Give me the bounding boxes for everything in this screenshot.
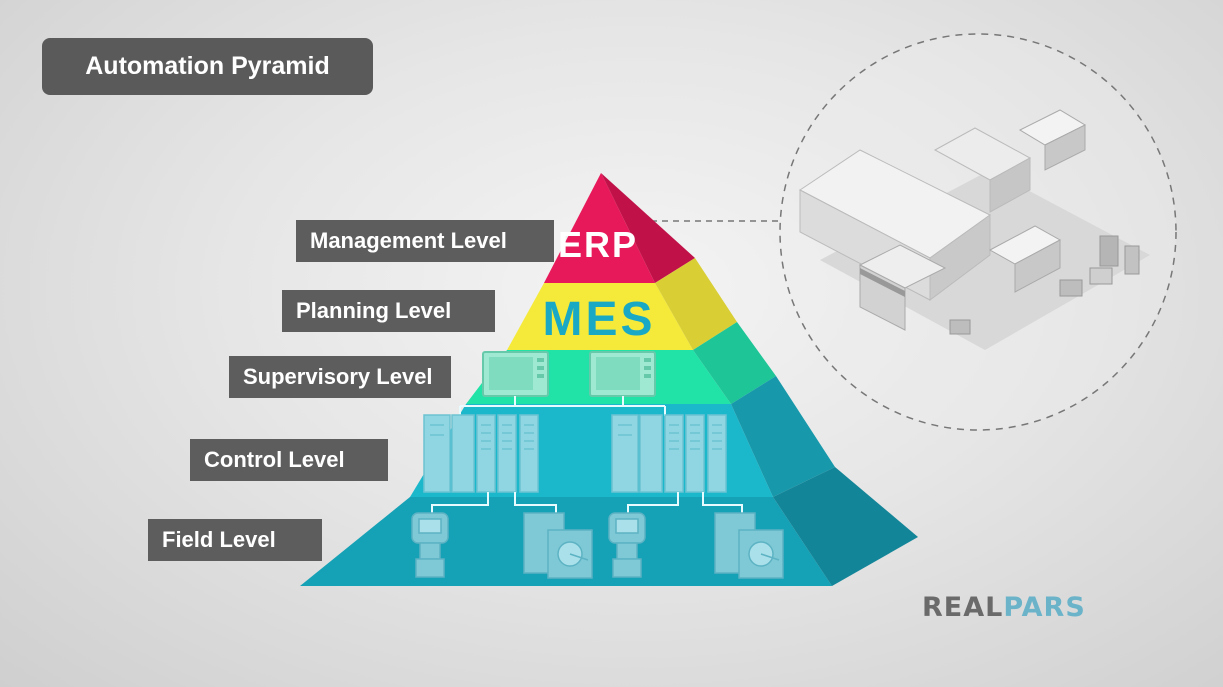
supervisory-level-label: Supervisory Level <box>229 356 451 398</box>
brand-part-2: PARS <box>1003 592 1086 623</box>
field-level-label: Field Level <box>148 519 322 561</box>
transmitter-icon <box>608 512 646 578</box>
hmi-panel-icon <box>482 351 549 397</box>
brand-logo: REALPARS <box>922 592 1086 623</box>
plc-rack-icon <box>611 414 727 493</box>
transmitter-icon <box>411 512 449 578</box>
servo-motor-icon <box>714 512 784 579</box>
mes-label: MES <box>542 293 655 346</box>
diagram-title: Automation Pyramid <box>42 38 373 95</box>
erp-band <box>544 173 655 283</box>
factory-illustration <box>799 109 1150 350</box>
plc-rack-icon <box>423 414 539 493</box>
brand-part-1: REAL <box>922 592 1004 623</box>
mes-band <box>507 283 693 350</box>
management-level-label: Management Level <box>296 220 554 262</box>
planning-level-label: Planning Level <box>282 290 495 332</box>
field-wiring <box>431 492 743 513</box>
control-level-label: Control Level <box>190 439 388 481</box>
servo-motor-icon <box>523 512 593 579</box>
pyramid-side <box>601 173 918 586</box>
erp-label: ERP <box>558 224 638 265</box>
hmi-panel-icon <box>589 351 656 397</box>
